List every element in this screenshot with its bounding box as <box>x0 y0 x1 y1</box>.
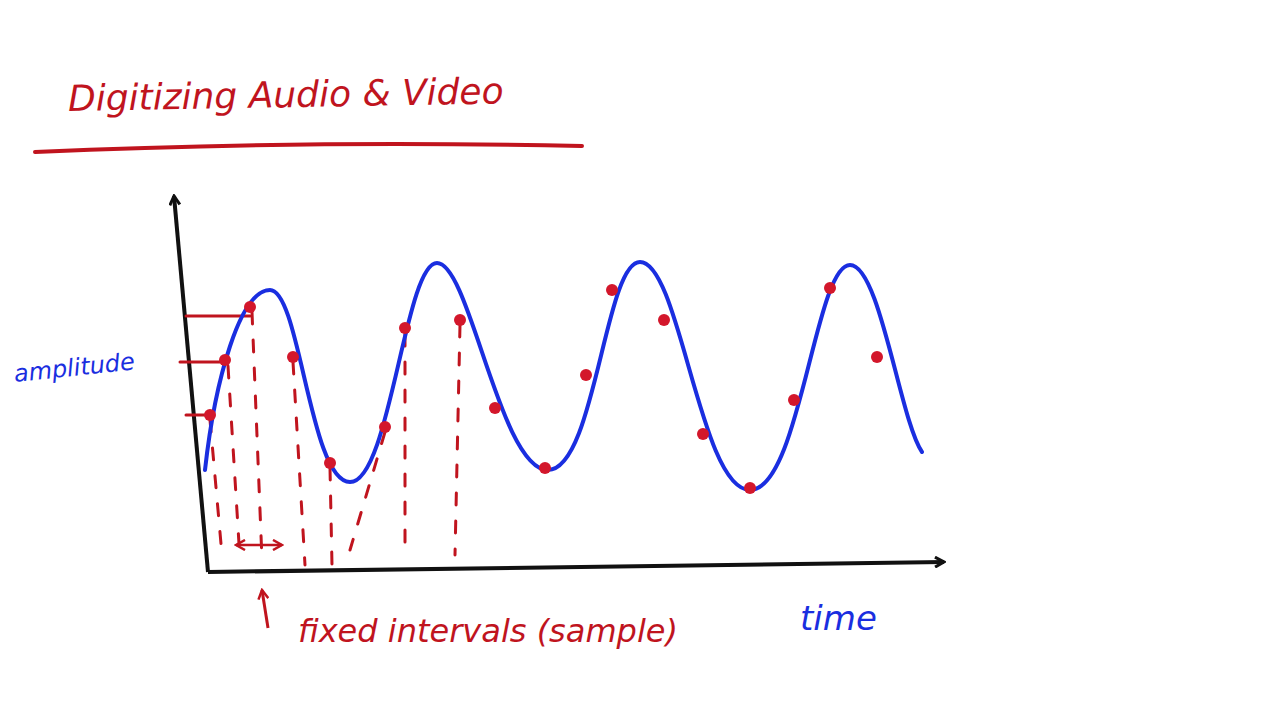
interval-arrow <box>236 544 282 547</box>
axis-label: time <box>800 598 877 638</box>
title: Digitizing Audio & Video <box>68 70 504 119</box>
x-axis <box>208 562 944 572</box>
axis-label: amplitude <box>13 347 137 388</box>
sample-dots <box>204 282 883 494</box>
signal-wave <box>205 262 922 490</box>
y-axis <box>174 196 208 572</box>
title-underline <box>35 144 582 152</box>
annotation: fixed intervals (sample) <box>298 612 678 650</box>
sample-lines <box>210 312 460 565</box>
pointer-arrow <box>262 590 268 628</box>
